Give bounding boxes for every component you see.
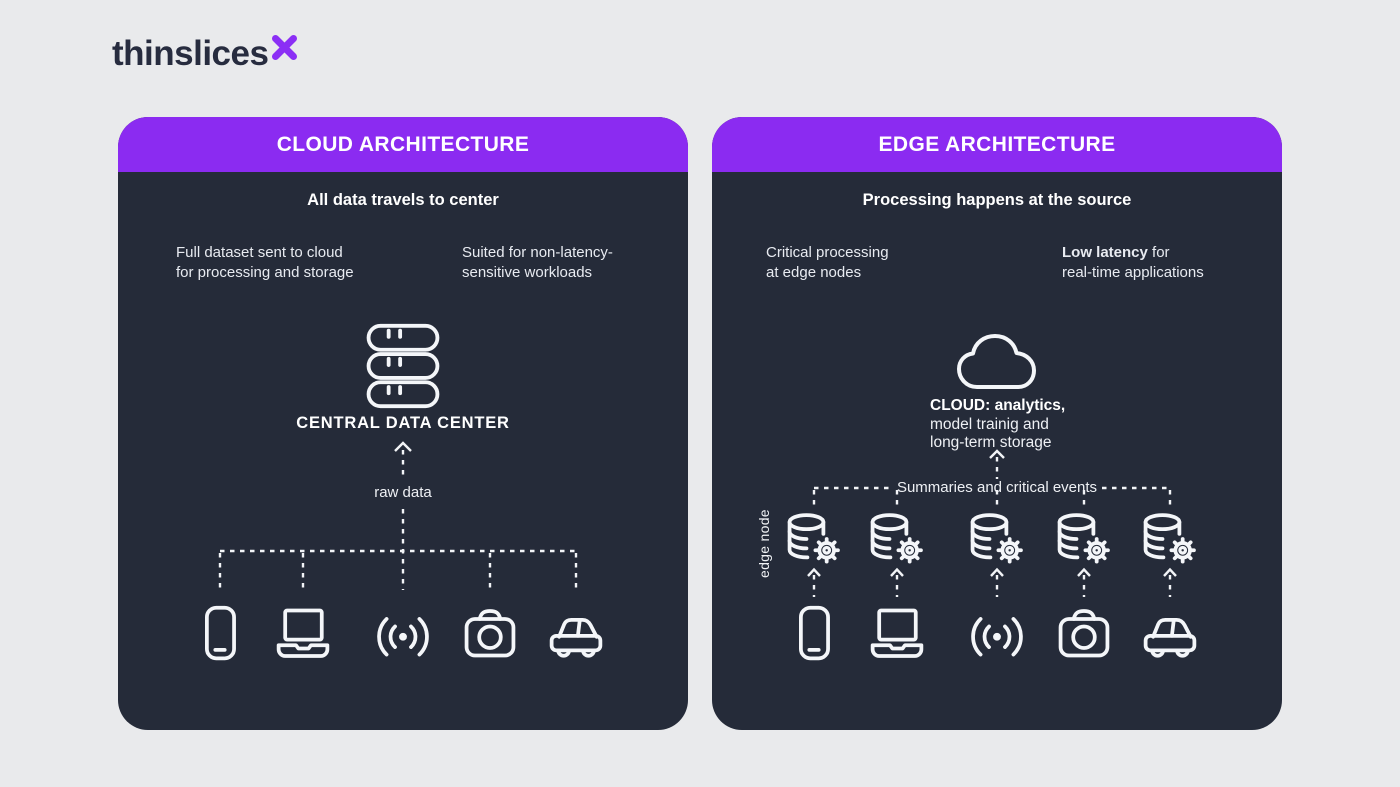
brand-logo-text: thinslices	[112, 34, 269, 73]
cloud-panel-title: CLOUD ARCHITECTURE	[276, 132, 530, 156]
edge-panel-header: EDGE ARCHITECTURE	[712, 117, 1282, 172]
laptop-icon	[867, 603, 927, 663]
phone-icon	[190, 603, 250, 663]
camera-icon	[1054, 603, 1114, 663]
summaries-label: Summaries and critical events	[896, 479, 1098, 496]
brand-logo: thinslices	[112, 34, 298, 74]
cloud-panel-header: CLOUD ARCHITECTURE	[118, 117, 688, 172]
edge-node-icon	[866, 512, 928, 567]
cloud-architecture-panel: CLOUD ARCHITECTURE All data travels to c…	[118, 117, 688, 730]
cloud-point-2: Suited for non-latency- sensitive worklo…	[462, 244, 613, 281]
edge-panel-subtitle: Processing happens at the source	[862, 191, 1132, 209]
edge-node-label: edge node	[756, 509, 772, 578]
cloud-point-1: Full dataset sent to cloud for processin…	[176, 244, 354, 281]
edge-node-icon	[966, 512, 1028, 567]
car-icon	[1140, 603, 1200, 663]
car-icon	[546, 603, 606, 663]
cloud-panel-subtitle: All data travels to center	[307, 191, 499, 209]
edge-node-icon	[783, 512, 845, 567]
edge-architecture-panel: EDGE ARCHITECTURE Processing happens at …	[712, 117, 1282, 730]
edge-point-1: Critical processing at edge nodes	[766, 244, 889, 281]
iot-signal-icon	[373, 603, 433, 663]
edge-point-2: Low latency for real-time applications	[1062, 244, 1204, 281]
cloud-icon	[953, 327, 1041, 395]
central-data-center-label: CENTRAL DATA CENTER	[296, 414, 510, 432]
logo-x-mark-icon	[272, 35, 298, 60]
raw-data-label: raw data	[374, 484, 432, 501]
edge-node-icon	[1053, 512, 1115, 567]
server-stack-icon	[364, 322, 442, 410]
edge-panel-title: EDGE ARCHITECTURE	[878, 132, 1116, 156]
phone-icon	[784, 603, 844, 663]
camera-icon	[460, 603, 520, 663]
laptop-icon	[273, 603, 333, 663]
cloud-caption: CLOUD: analytics, model trainig and long…	[930, 397, 1066, 451]
edge-node-icon	[1139, 512, 1201, 567]
iot-signal-icon	[967, 603, 1027, 663]
